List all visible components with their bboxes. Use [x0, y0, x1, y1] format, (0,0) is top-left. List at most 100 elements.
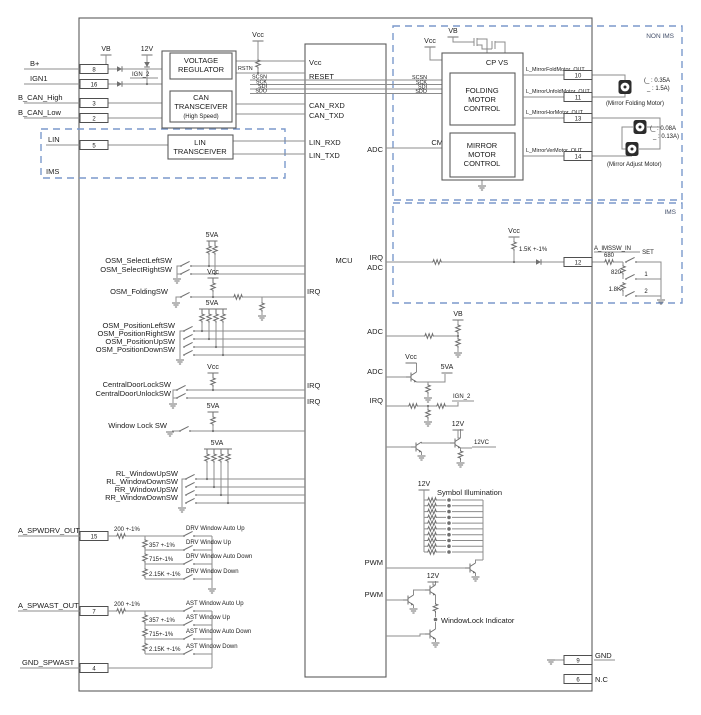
can-title3: (High Speed): [183, 114, 218, 120]
v5a-rear-label: 5VA: [211, 440, 224, 447]
cm-net-label: CM: [431, 138, 443, 147]
switch-inputs-section: 5VA OSM_SelectLeftSW OSM_SelectRightSW V…: [96, 232, 305, 513]
sw-door-lock: CentralDoorLockSW: [103, 380, 172, 389]
vb-divider-label: VB: [453, 311, 463, 318]
r200-ast: 200 +-1%: [114, 602, 141, 608]
vcc-door-label: Vcc: [207, 364, 219, 371]
power-can-lin-section: B+ IGN1 B_CAN_High B_CAN_Low LIN VB 12V …: [18, 32, 442, 160]
r-1k8-label: 1.8K: [609, 287, 621, 293]
vb-rail-label: VB: [101, 46, 111, 53]
sw-ast-auto-up: AST Window Auto Up: [186, 601, 244, 607]
v12-illum-label: 12V: [418, 481, 431, 488]
mirror-motor-control-block: [449, 132, 516, 178]
vb-motor-label: VB: [448, 28, 458, 35]
pin-num-2: 2: [92, 117, 96, 123]
pin-box-10: [563, 70, 593, 80]
mcu-irq-ims: IRQ: [370, 253, 384, 262]
mcu-adc-cm: ADC: [367, 145, 383, 154]
non-ims-region: [392, 25, 683, 201]
sw-osm-select-right: OSM_SelectRightSW: [100, 265, 173, 274]
ims-switch-section: Vcc 1.5K +-1% 1 2 A_IMSSW_IN 680 820 1.8K…: [386, 228, 666, 305]
mcu-reset: RESET: [309, 72, 334, 81]
r2150-ast: 2.15K +-1%: [149, 647, 181, 653]
mirror-ver-motor: [625, 142, 639, 156]
r357-drv: 357 +-1%: [149, 543, 176, 549]
mcu-pwm-illum: PWM: [365, 558, 383, 567]
symbol-illumination-label: Symbol Illumination: [437, 488, 502, 497]
mcu-irq-ign2: IRQ: [370, 396, 384, 405]
r715-ast: 715+-1%: [149, 632, 174, 638]
mcu-lin-txd: LIN_TXD: [309, 151, 340, 160]
cp-vs-pins: CP VS: [486, 58, 508, 67]
mcu-pin-labels: Vcc RESET CAN_RXD CAN_TXD LIN_RXD LIN_TX…: [307, 58, 384, 599]
r-680-label: 680: [604, 253, 615, 259]
vcc-ims-label: Vcc: [508, 228, 520, 235]
folding-current-1: (_ : 0.35A: [644, 78, 670, 84]
mirror-hor-motor: [633, 120, 647, 134]
pin-num-15: 15: [91, 535, 98, 541]
sdi-label-left: SDI: [258, 84, 267, 90]
sw-osm-folding: OSM_FoldingSW: [110, 287, 169, 296]
mcu-vcc: Vcc: [309, 58, 322, 67]
v5a-position-label: 5VA: [206, 300, 219, 307]
v12-switch-label: 12V: [452, 421, 465, 428]
sdi-label-right: SDI: [418, 85, 427, 91]
pin-num-7: 7: [92, 610, 96, 616]
net-imssw-in: A_IMSSW_IN: [594, 246, 631, 252]
pin-box-13: [563, 113, 593, 123]
sw-1-label: 1: [644, 272, 648, 278]
net-gnd: GND: [595, 651, 612, 660]
pin-num-6: 6: [576, 678, 580, 684]
r-820-label: 820: [611, 270, 622, 276]
v5a-select-label: 5VA: [206, 232, 219, 239]
sw-osm-select-left: OSM_SelectLeftSW: [105, 256, 173, 265]
vcc-adc-label: Vcc: [405, 354, 417, 361]
pin-ign1-label: IGN1: [30, 74, 48, 83]
window-lock-led: [433, 617, 438, 622]
pin-num-10: 10: [575, 74, 582, 80]
sck-label-right: SCK: [416, 80, 427, 86]
mcu-can-rxd: CAN_RXD: [309, 101, 345, 110]
mirror-folding-motor: [618, 80, 632, 94]
voltage-regulator-title1: VOLTAGE: [184, 56, 218, 65]
sw-drv-auto-down: DRV Window Auto Down: [186, 554, 252, 560]
sw-osm-pos-down: OSM_PositionDownSW: [96, 345, 176, 354]
mirror-title1: MIRROR: [467, 141, 498, 150]
net-mirror-hor-out: L_MirrorHorMotor_OUT: [526, 110, 584, 116]
net-mirror-unfold-out: L_MirrorUnfoldMotor_OUT: [526, 89, 591, 95]
ign2-irq-label: IGN_2: [453, 394, 471, 400]
mcu-adc-vcc: ADC: [367, 367, 383, 376]
net-spwdrv-out: A_SPWDRV_OUT: [18, 526, 80, 535]
scsn-label-left: SCSN: [252, 75, 267, 81]
voltage-regulator-block: [169, 52, 233, 80]
net-gnd-spwast: GND_SPWAST: [22, 658, 75, 667]
pin-box-8: [79, 64, 109, 74]
sw-osm-pos-left: OSM_PositionLeftSW: [102, 321, 175, 330]
sw-ast-auto-down: AST Window Auto Down: [186, 629, 251, 635]
adjust-current-2: _ : 0.13A): [652, 134, 679, 140]
symbol-illumination-section: 12V Symbol Illumination: [386, 481, 502, 582]
ims-left-label: IMS: [46, 167, 59, 176]
pin-box-11: [563, 92, 593, 102]
ims-region-label: IMS: [664, 209, 676, 216]
pin-box-3: [79, 98, 109, 108]
sw-rl-down: RL_WindowDownSW: [106, 477, 179, 486]
mcu-block: [304, 43, 387, 678]
net-spwast-out: A_SPWAST_OUT: [18, 601, 79, 610]
sw-2-label: 2: [644, 289, 648, 295]
pin-box-5: [79, 140, 109, 150]
mirror-title3: CONTROL: [464, 159, 501, 168]
can-transceiver-block: [169, 90, 233, 123]
sw-drv-down: DRV Window Down: [186, 569, 239, 575]
pin-num-8: 8: [92, 68, 96, 74]
lin-title2: TRANSCEIVER: [173, 147, 227, 156]
pin-box-2: [79, 113, 109, 123]
window-lock-indicator-section: 12V WindowLock Indicator: [386, 573, 515, 648]
motor-driver-section: VB Vcc CM CP VS FOLDING MOTOR CONTROL MI…: [386, 28, 679, 191]
v12-rail-label: 12V: [141, 46, 154, 53]
sdo-label-left: SDO: [255, 89, 267, 95]
v12c-label: 12VC: [474, 440, 490, 446]
r-1k5-label: 1.5K +-1%: [519, 247, 548, 253]
pin-box-9: [563, 655, 593, 665]
